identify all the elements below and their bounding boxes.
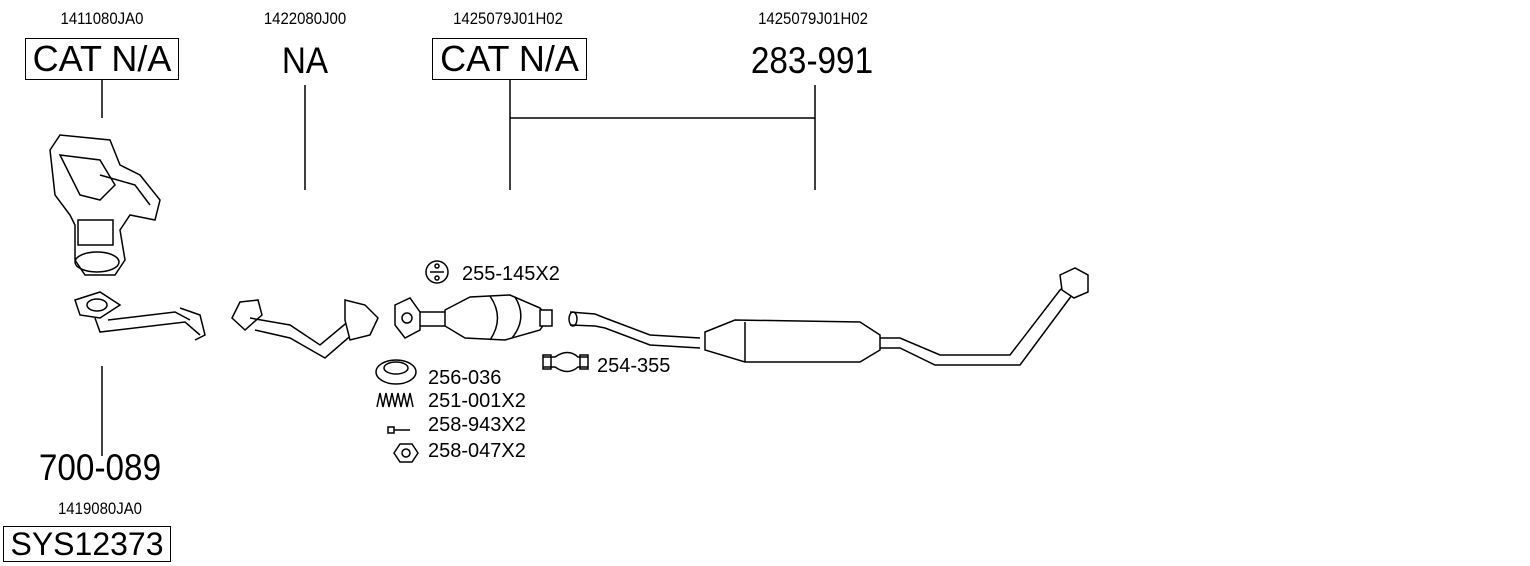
part-number-intermediate: NA [281,40,329,81]
part-ref-manifold: 1411080JA0 [60,9,144,28]
rubber-hanger-icon [425,260,449,284]
rear-silencer-part [568,267,1089,366]
system-number-box: SYS12373 [3,526,171,562]
part-number-front-pipe: 700-089 [38,447,162,488]
part-number-silencer: 283-991 [750,40,874,81]
manifold-catalyst-part [49,134,161,276]
accessory-label: 258-943X2 [428,414,526,436]
part-number-box-manifold: CAT N/A [25,38,179,80]
accessory-label: 254-355 [597,355,671,377]
catalytic-converter-part [394,294,553,341]
bolt-icon [387,426,410,434]
clamp-icon [542,351,589,373]
gasket-ring-icon [375,359,417,385]
part-ref-front-pipe: 1419080JA0 [57,499,143,518]
part-ref-silencer: 1425079J01H02 [758,9,868,28]
nut-icon [393,443,419,463]
spring-icon [376,392,414,408]
accessory-label: 258-047X2 [428,440,526,462]
accessory-label: 255-145X2 [462,263,560,285]
intermediate-pipe-part [231,299,379,359]
front-pipe-part [74,291,206,341]
accessory-label: 251-001X2 [428,390,526,412]
part-number-box-catalyst: CAT N/A [432,38,587,80]
accessory-label: 256-036 [428,367,502,389]
part-ref-intermediate: 1422080J00 [263,9,347,28]
part-ref-catalyst: 1425079J01H02 [453,9,563,28]
leader-lines [101,80,816,456]
